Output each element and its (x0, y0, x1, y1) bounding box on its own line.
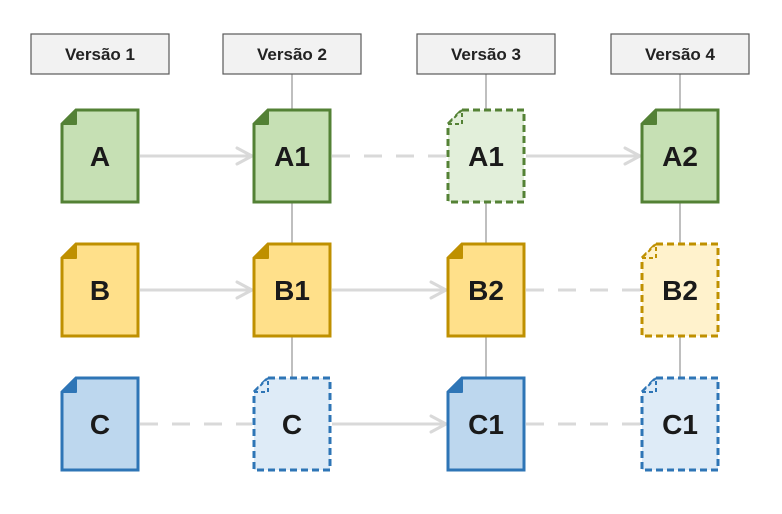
document-fold (61, 109, 77, 125)
document-a-v2: A1 (252, 108, 332, 204)
document-a-v3-ghost: A1 (446, 108, 526, 204)
version-header-4: Versão 4 (610, 33, 750, 75)
document-c-v1: C (60, 376, 140, 472)
document-fold (641, 109, 657, 125)
document-fold (253, 377, 269, 393)
document-fold (641, 243, 657, 259)
document-fold (641, 377, 657, 393)
document-b-v1: B (60, 242, 140, 338)
document-label: B2 (468, 275, 504, 306)
version-header-label: Versão 1 (65, 45, 135, 64)
document-b-v2: B1 (252, 242, 332, 338)
document-b-v3: B2 (446, 242, 526, 338)
version-header-label: Versão 2 (257, 45, 327, 64)
documents: A A1 A1 A2B B1 B2 B2C C C1 C1 (60, 108, 720, 472)
document-a-v4: A2 (640, 108, 720, 204)
version-header-label: Versão 3 (451, 45, 521, 64)
document-fold (447, 243, 463, 259)
version-header-label: Versão 4 (645, 45, 715, 64)
document-b-v4-ghost: B2 (640, 242, 720, 338)
document-c-v4-ghost: C1 (640, 376, 720, 472)
document-c-v3: C1 (446, 376, 526, 472)
version-header-3: Versão 3 (416, 33, 556, 75)
document-fold (253, 243, 269, 259)
version-header-box (610, 33, 750, 75)
version-links (140, 146, 642, 434)
version-header-box (416, 33, 556, 75)
document-label: B1 (274, 275, 310, 306)
document-fold (447, 377, 463, 393)
document-fold (61, 243, 77, 259)
document-fold (61, 377, 77, 393)
document-label: C (282, 409, 302, 440)
document-fold (253, 109, 269, 125)
version-header-1: Versão 1 (30, 33, 170, 75)
document-label: B (90, 275, 110, 306)
document-label: C1 (662, 409, 698, 440)
version-headers: Versão 1 Versão 2 Versão 3 Versão 4 (30, 33, 750, 75)
version-header-box (30, 33, 170, 75)
document-fold (447, 109, 463, 125)
document-label: B2 (662, 275, 698, 306)
document-label: C1 (468, 409, 504, 440)
document-label: A1 (274, 141, 310, 172)
document-label: C (90, 409, 110, 440)
document-label: A2 (662, 141, 698, 172)
version-header-box (222, 33, 362, 75)
document-label: A (90, 141, 110, 172)
document-label: A1 (468, 141, 504, 172)
document-a-v1: A (60, 108, 140, 204)
document-c-v2-ghost: C (252, 376, 332, 472)
version-header-2: Versão 2 (222, 33, 362, 75)
